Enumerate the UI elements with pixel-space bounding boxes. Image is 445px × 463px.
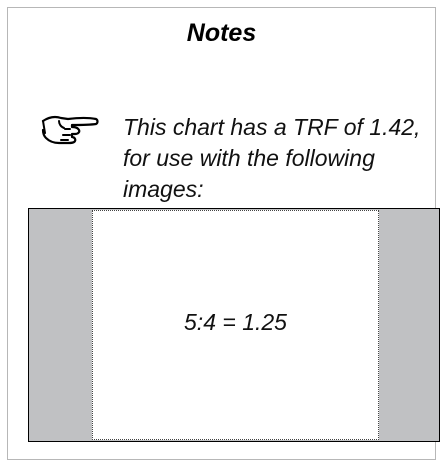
aspect-ratio-label: 5:4 = 1.25	[184, 309, 287, 335]
note-line: images:	[123, 176, 204, 202]
note-line: This chart has a TRF of 1.42,	[123, 114, 421, 140]
note-text: This chart has a TRF of 1.42, for use wi…	[123, 112, 445, 205]
pointing-hand-icon	[41, 115, 99, 145]
notes-title: Notes	[186, 19, 257, 47]
note-line: for use with the following	[123, 145, 375, 171]
notes-panel: Notes This chart has a TRF of 1.42, for …	[7, 7, 440, 460]
aspect-ratio-diagram: 5:4 = 1.25	[28, 208, 440, 442]
image-area: 5:4 = 1.25	[92, 210, 379, 440]
